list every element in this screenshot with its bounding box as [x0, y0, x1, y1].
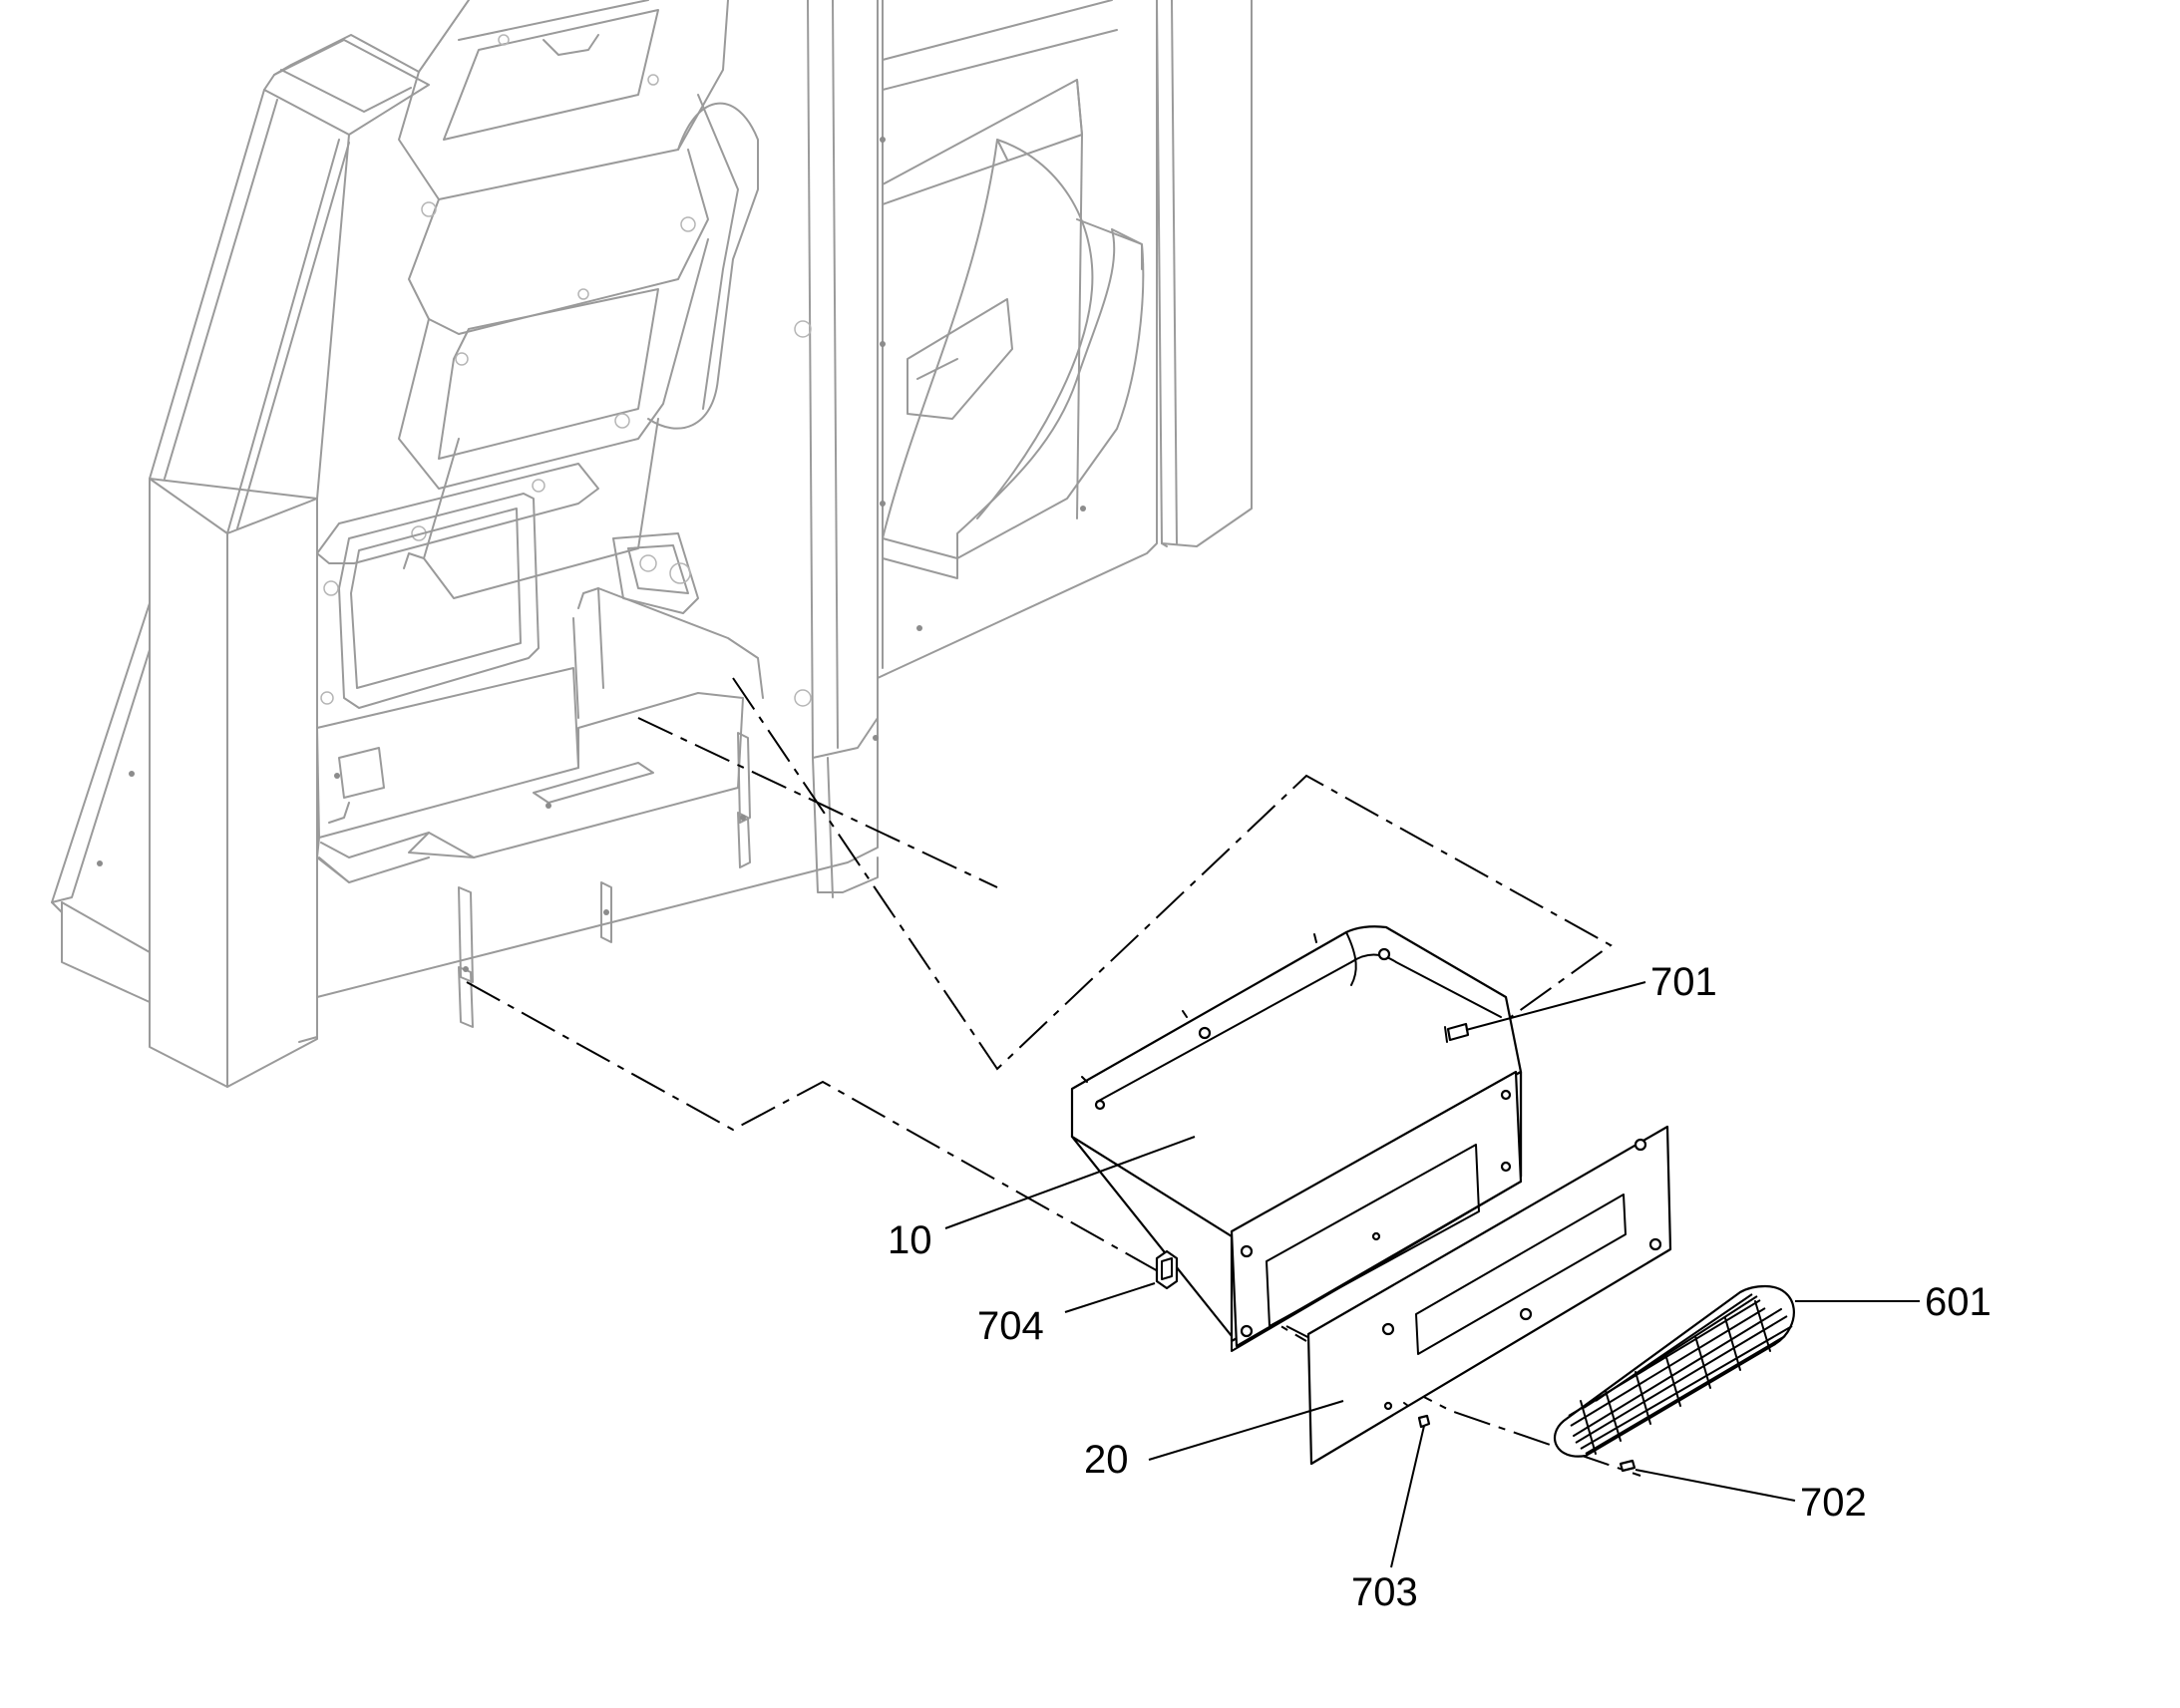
callout-601: 601: [1925, 1280, 1992, 1324]
callout-704: 704: [977, 1304, 1044, 1348]
callout-10: 10: [888, 1218, 932, 1262]
callout-703: 703: [1351, 1570, 1418, 1614]
part-701-screw: [1444, 1022, 1470, 1043]
callout-702: 702: [1800, 1481, 1867, 1525]
callout-20: 20: [1084, 1438, 1129, 1482]
part-10-duct-box: [1070, 925, 1523, 1352]
leader-lines: [944, 981, 1920, 1568]
part-703-screw: [1403, 1402, 1431, 1429]
part-601-grille: [1553, 1284, 1795, 1458]
part-704-clip: [1155, 1249, 1179, 1290]
part-20-front-plate: [1306, 1125, 1672, 1466]
callout-701: 701: [1650, 960, 1717, 1004]
callout-labels: 10 20 601 701 702 703 704: [888, 960, 1992, 1614]
part-702-screw: [1619, 1459, 1636, 1473]
ghosted-cabinet-assembly: [51, 0, 1253, 1088]
